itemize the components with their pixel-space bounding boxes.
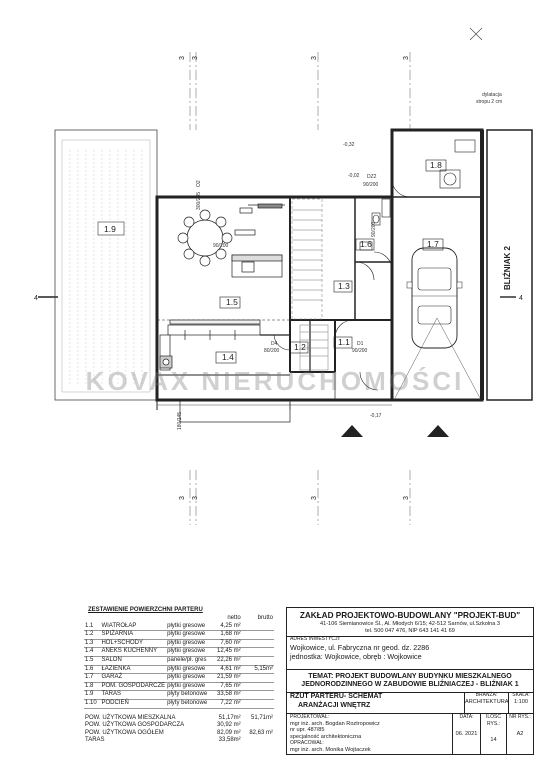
door-size: 80/200 xyxy=(264,348,280,354)
side-mark: 4 xyxy=(519,295,523,302)
side-mark: 4 xyxy=(34,295,38,302)
room-label-boxes xyxy=(215,159,447,364)
room-label: 1.8 xyxy=(430,160,442,170)
room-label: 1.1 xyxy=(338,337,350,347)
axis-tick: 3 xyxy=(311,496,318,500)
level-mark: -0,17 xyxy=(370,413,382,419)
door-size: 90/200 xyxy=(213,243,229,249)
drawing-title-line: ARANŻACJI WNĘTRZ xyxy=(298,702,371,709)
twin-house-label: BLIŹNIAK 2 xyxy=(503,245,512,290)
room-label: 1.9 xyxy=(104,224,116,234)
date-cell: DATA: 06. 2021 xyxy=(453,714,481,754)
investment-label: ADRES INWESTYCJI: xyxy=(290,636,341,642)
investment-address: Wojkowice, ul. Fabryczna nr geod. dz. 22… xyxy=(290,642,430,652)
door-tag: DZ2 xyxy=(367,174,377,180)
room-label: 1.5 xyxy=(226,297,238,307)
living-furniture xyxy=(231,203,285,278)
utility-fixtures xyxy=(439,139,476,189)
bathroom-fixtures xyxy=(359,198,391,251)
door-size: 90/200 xyxy=(352,348,368,354)
window-size: 300/235 xyxy=(196,192,202,210)
investment-unit: jednostka: Wojkowice, obręb : Wojkowice xyxy=(290,651,422,661)
north-mark xyxy=(469,27,483,41)
terrace xyxy=(54,129,158,401)
axis-tick: 3 xyxy=(192,56,199,60)
authors-cell: PROJEKTOWAŁ: mgr inż. arch. Bogdan Roztr… xyxy=(287,714,453,754)
title-block: ZAKŁAD PROJEKTOWO-BUDOWLANY "PROJEKT-BUD… xyxy=(286,607,534,755)
drawing-title: RZUT PARTERU- SCHEMAT ARANŻACJI WNĘTRZ xyxy=(287,692,465,714)
drawing-title-line: RZUT PARTERU- SCHEMAT xyxy=(290,693,383,700)
axis-tick: 3 xyxy=(403,56,410,60)
room-label: 1.3 xyxy=(338,281,350,291)
axis-tick: 3 xyxy=(179,496,186,500)
kitchen-furniture xyxy=(159,319,261,371)
firm-phone: tel. 500 047 476, NIP 643 141 41 69 xyxy=(365,627,455,634)
annotation: dylatacja xyxy=(482,92,502,98)
room-label: 1.2 xyxy=(294,342,306,352)
door-swings xyxy=(273,179,411,391)
axis-lines xyxy=(189,52,411,525)
branza-cell: BRANŻA: ARCHITEKTURA xyxy=(465,692,509,714)
sheet-number-cell: NR RYS.: A2 xyxy=(509,714,531,737)
level-mark: -0,02 xyxy=(348,173,360,179)
door-size: 90/200 xyxy=(371,221,377,237)
window-size: 180/145 xyxy=(177,412,183,430)
porch xyxy=(179,372,336,423)
door-tag: D4 xyxy=(271,341,278,347)
area-table: ZESTAWIENIE POWIERZCHNI PARTERU netto br… xyxy=(84,607,274,745)
col-brutto: brutto xyxy=(257,615,273,621)
annotation: stropu 2 cm xyxy=(476,99,502,105)
col-netto: netto xyxy=(227,615,241,621)
area-table-title: ZESTAWIENIE POWIERZCHNI PARTERU xyxy=(88,607,203,613)
watermark: KOVAX NIERUCHOMOŚCI xyxy=(85,366,465,396)
axis-labels: 3 3 3 3 3 3 3 3 4 4 xyxy=(34,56,523,500)
level-mark: -0,32 xyxy=(343,142,355,148)
sheet-count-cell: ILOŚĆ RYS.: 14 xyxy=(481,714,507,754)
plan-annotations: dylatacja stropu 2 cm -0,32 -0,02 -0,17 … xyxy=(177,92,502,430)
axis-tick: 3 xyxy=(179,56,186,60)
stairs xyxy=(291,198,329,371)
room-label: 1.4 xyxy=(222,352,234,362)
subject-line: JEDNORODZINNEGO W ZABUDOWIE BLIŹNIACZEJ … xyxy=(301,681,519,688)
axis-tick: 3 xyxy=(311,56,318,60)
car-icon xyxy=(406,247,463,349)
skala-cell: SKALA: 1:100 xyxy=(509,692,533,714)
firm-section: ZAKŁAD PROJEKTOWO-BUDOWLANY "PROJEKT-BUD… xyxy=(287,608,533,637)
room-labels: 1.9 1.5 1.4 1.2 1.3 1.6 1.1 1.7 1.8 xyxy=(104,160,442,362)
axis-tick: 3 xyxy=(192,496,199,500)
firm-address: 41-106 Siemianowice Śl., Al. Młodych 6/1… xyxy=(319,621,501,627)
dining-table xyxy=(177,209,233,267)
firm-name: ZAKŁAD PROJEKTOWO-BUDOWLANY "PROJEKT-BUD… xyxy=(299,611,521,620)
garage-door-swing xyxy=(394,317,481,399)
room-label: 1.6 xyxy=(360,239,372,249)
subject-section: TEMAT: PROJEKT BUDOWLANY BUDYNKU MIESZKA… xyxy=(287,670,533,693)
entrance-markers xyxy=(341,425,449,437)
axis-tick: 3 xyxy=(403,496,410,500)
window-tag: O2 xyxy=(196,180,202,187)
door-tag: D1 xyxy=(357,341,364,347)
investment-section: ADRES INWESTYCJI: Wojkowice, ul. Fabrycz… xyxy=(287,636,533,670)
dimension-line xyxy=(157,402,392,410)
subject-line: TEMAT: PROJEKT BUDOWLANY BUDYNKU MIESZKA… xyxy=(308,673,512,680)
door-size: 90/200 xyxy=(363,182,379,188)
area-table-header: netto brutto xyxy=(84,615,274,623)
room-label: 1.7 xyxy=(427,239,439,249)
